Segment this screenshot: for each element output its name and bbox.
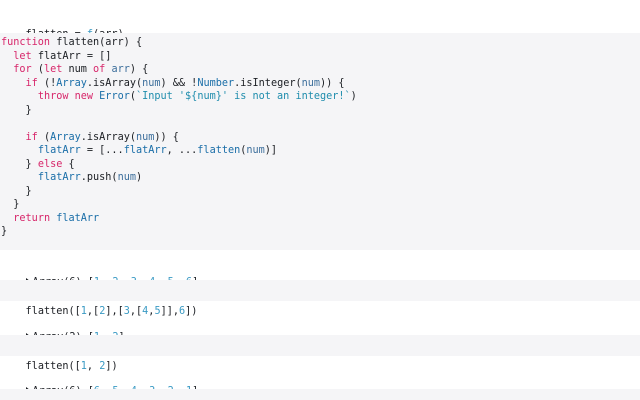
cell-output[interactable]: Array(6) [1, 2, 3, 4, 5, 6] [0, 262, 640, 288]
code-cell-input[interactable]: flatten([1, 2]) [0, 335, 640, 372]
code-line: if (Array.isArray(num)) { [25, 131, 179, 143]
code-line: return flatArr [13, 212, 100, 224]
code-line: } else { [1, 158, 75, 170]
code-line: } [1, 226, 8, 237]
code-cell-input[interactable]: flatten([1,[2],[3,[4,5]],6]) [0, 280, 640, 317]
cell-output-header[interactable]: flatten = ƒ(arr) [0, 14, 640, 40]
cell-output[interactable]: Array(2) [1, 2] [0, 317, 640, 343]
code-line: } [1, 104, 32, 116]
code-cell-input[interactable]: flatten([6,[5,[4],3],[2],1]) [0, 389, 640, 400]
cell-output[interactable]: Array(6) [6, 5, 4, 3, 2, 1] [0, 371, 640, 397]
code-line: flatArr = [...flatArr, ...flatten(num)] [37, 145, 278, 156]
code-line: } [1, 199, 20, 210]
code-line: throw new Error(`Input '${num}' is not a… [37, 91, 357, 102]
code-editor[interactable]: function flatten(arr) { let flatArr = []… [0, 33, 640, 250]
code-line: flatArr.push(num) [37, 172, 143, 183]
code-line: if (!Array.isArray(num) && !Number.isInt… [25, 77, 345, 89]
code-line: for (let num of arr) { [13, 64, 149, 75]
code-line: } [1, 185, 32, 197]
code-line [1, 117, 640, 131]
code-line: let flatArr = [] [13, 50, 112, 62]
code-line: function flatten(arr) { [1, 37, 143, 48]
